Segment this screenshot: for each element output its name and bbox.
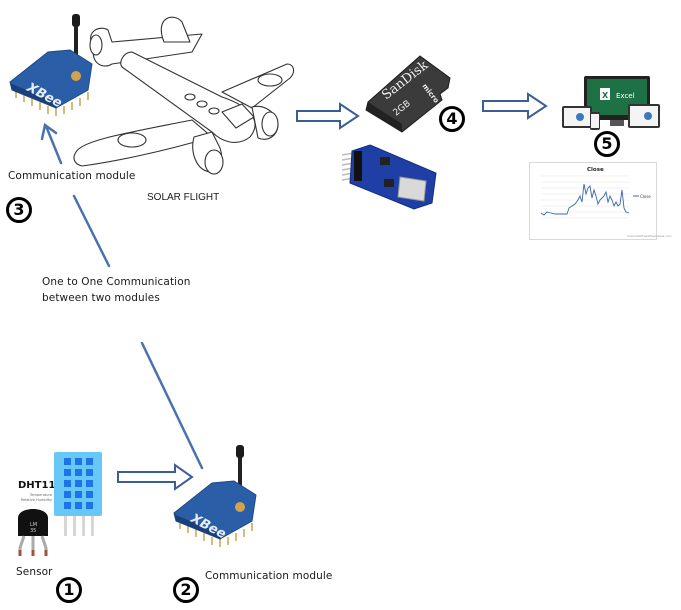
step-badge-4: 4 (439, 106, 465, 132)
arrow-flight-to-storage (296, 102, 360, 130)
airplane-icon (73, 16, 295, 175)
dht11-sensor-icon (54, 452, 102, 536)
svg-text:CalculateFreeeEssentials.com: CalculateFreeeEssentials.com (627, 234, 672, 238)
svg-text:Excel: Excel (616, 92, 635, 100)
close-price-chart-thumbnail: Close Close CalculateFreeeEssentials.com (529, 162, 672, 240)
step-badge-1: 1 (56, 577, 82, 603)
xbee-module-top-icon: XBee (9, 14, 93, 116)
link-segment-bottom (140, 341, 204, 470)
excel-devices-icon: X Excel (562, 76, 660, 130)
lm35-sensor-icon: LM 35 (18, 509, 48, 556)
link-arrowhead-top (40, 122, 58, 141)
dht11-label: DHT11 (18, 480, 56, 491)
step-badge-3: 3 (6, 197, 32, 223)
svg-text:X: X (602, 91, 609, 100)
label-comm-module-2: Communication module (205, 570, 333, 582)
link-segment-mid (72, 194, 111, 268)
svg-text:35: 35 (30, 528, 36, 534)
label-comm-module-3: Communication module (8, 170, 136, 182)
step-badge-5: 5 (594, 131, 620, 157)
xbee-module-bottom-icon: XBee (173, 445, 257, 547)
dht11-subtitle-2: Relative Humidity (20, 498, 52, 502)
chart-title: Close (587, 167, 604, 173)
arrow-sensor-to-xbee (117, 463, 194, 491)
link-label-line1: One to One Communication (42, 276, 191, 288)
chart-close-series (540, 183, 630, 216)
step-badge-2: 2 (173, 577, 199, 603)
diagram-title: SOLAR FLIGHT (147, 192, 220, 203)
link-label-line2: between two modules (42, 292, 160, 304)
micro-sd-card-icon: SanDisk 2GB micro SD (365, 55, 451, 133)
sd-card-reader-module-icon (341, 144, 437, 210)
svg-text:LM: LM (30, 522, 37, 528)
link-arrow-top (44, 124, 63, 165)
arrow-storage-to-excel (482, 92, 548, 120)
svg-text:Close: Close (640, 194, 651, 199)
dht11-subtitle-1: Temperature (29, 493, 52, 497)
label-sensor: Sensor (16, 566, 53, 578)
